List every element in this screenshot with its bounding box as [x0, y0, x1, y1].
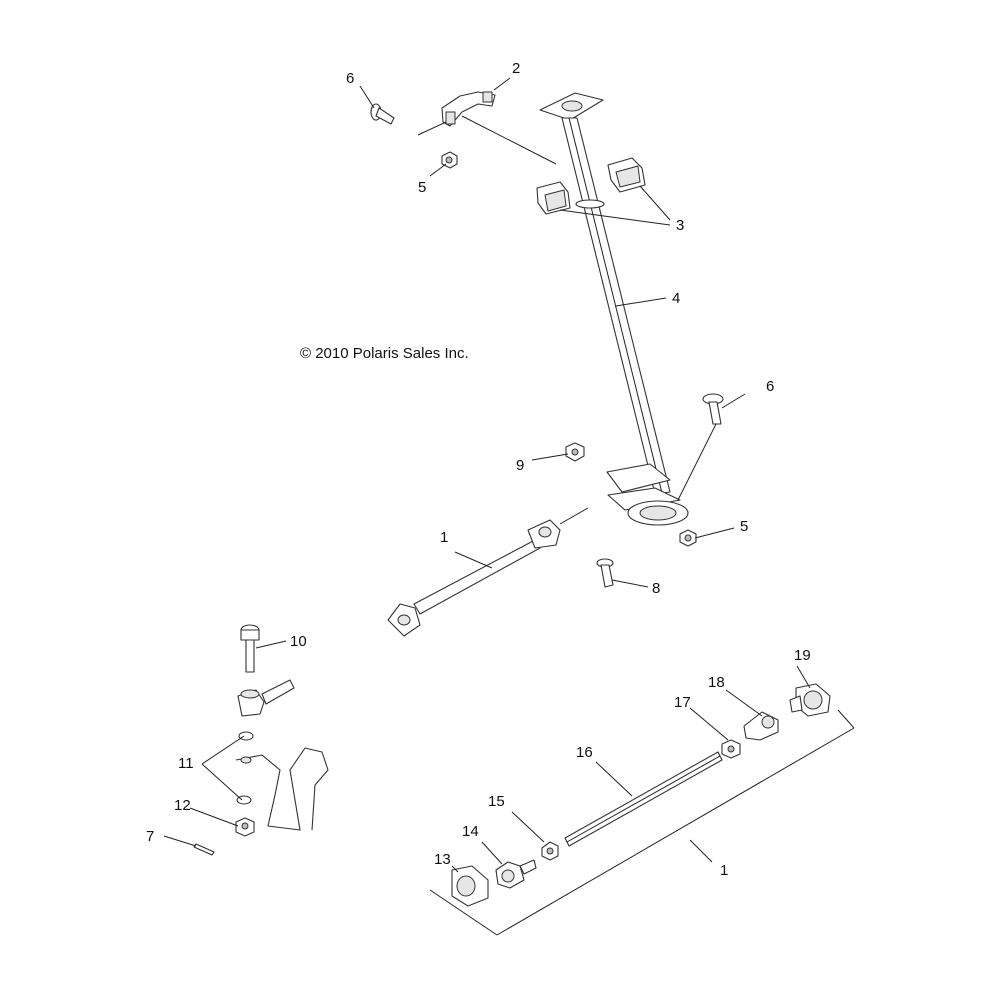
callout-5-top: 5 [418, 179, 426, 196]
nut-9-part [565, 442, 585, 462]
steering-post-part [539, 92, 689, 526]
jam-nut-15-part [541, 841, 559, 861]
callout-6-right: 6 [766, 378, 774, 395]
callout-18: 18 [708, 674, 725, 691]
cotter-pin-part [193, 843, 215, 856]
callout-15: 15 [488, 793, 505, 810]
callout-16: 16 [576, 744, 593, 761]
leader-lines [163, 77, 855, 936]
callout-11: 11 [178, 755, 194, 772]
callout-labels: 1 2 3 4 5 6 5 6 9 1 8 10 11 12 7 19 18 1… [146, 60, 811, 879]
callout-6-top: 6 [346, 70, 354, 87]
nut-5-bottom-part [679, 529, 697, 547]
rod-end-14-part [495, 859, 537, 889]
bolt-10-part [240, 624, 260, 673]
callout-12: 12 [174, 797, 191, 814]
callout-7: 7 [146, 828, 154, 845]
rod-end-19-part [789, 683, 831, 717]
callout-2: 2 [512, 60, 520, 77]
callout-1-lower: 1 [720, 862, 728, 879]
callout-17: 17 [674, 694, 691, 711]
callout-8: 8 [652, 580, 660, 597]
nut-12-part [235, 817, 255, 837]
copyright-text: © 2010 Polaris Sales Inc. [300, 345, 469, 362]
tie-rod-assembly-upper-part [387, 519, 561, 637]
callout-14: 14 [462, 823, 479, 840]
callout-1-upper: 1 [440, 529, 448, 546]
bolt-6-top-part [370, 103, 395, 125]
callout-3: 3 [676, 217, 684, 234]
spindle-arm-part [235, 731, 329, 831]
rod-end-13-part [451, 865, 489, 907]
callout-9: 9 [516, 457, 524, 474]
callout-10: 10 [290, 633, 307, 650]
callout-19: 19 [794, 647, 811, 664]
bushings-part [536, 157, 646, 215]
callout-5-bottom: 5 [740, 518, 748, 535]
callout-4: 4 [672, 290, 680, 307]
jam-nut-17-part [721, 739, 741, 759]
rod-end-lower-left-part [237, 679, 295, 717]
clamp-part [441, 91, 496, 127]
rod-end-18-part [743, 711, 779, 741]
bolt-6-right-part [702, 393, 724, 425]
bolt-8-part [596, 558, 614, 588]
callout-13: 13 [434, 851, 451, 868]
tie-rod-16-part [564, 751, 723, 847]
